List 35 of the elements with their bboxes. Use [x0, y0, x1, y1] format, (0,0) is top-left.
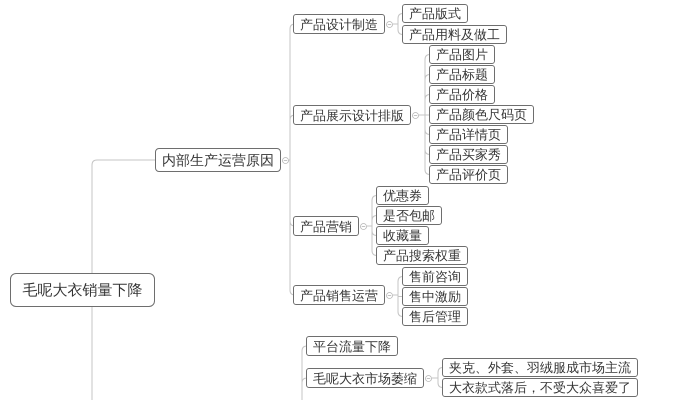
- connector-line: [418, 114, 430, 175]
- subtopic-box: 产品标题: [429, 65, 495, 84]
- connector-line: [288, 160, 296, 296]
- subtopic-box: 产品评价页: [429, 165, 508, 184]
- connector-line: [392, 294, 404, 317]
- connector-line: [366, 226, 378, 256]
- subtopic-box: 产品营销: [293, 216, 359, 236]
- subtopic-box: 毛呢大衣市场萎缩: [306, 368, 424, 388]
- subtopic-box: 优惠券: [376, 186, 429, 205]
- subtopic-box: 产品版式: [402, 4, 468, 23]
- subtopic-box: 产品展示设计排版: [293, 105, 411, 125]
- connector-line: [288, 114, 296, 160]
- subtopic-box: 售前咨询: [402, 267, 468, 286]
- subtopic-box: 产品买家秀: [429, 145, 508, 164]
- connector-line: [92, 160, 156, 274]
- subtopic-box: 夹克、外套、羽绒服成市场主流: [442, 358, 638, 377]
- connector-line: [392, 24, 404, 35]
- subtopic-box: 产品搜索权重: [376, 246, 468, 265]
- subtopic-box: 大衣款式落后，不受大众喜爱了: [442, 378, 638, 397]
- subtopic-box: 产品价格: [429, 85, 495, 104]
- subtopic-box: 售后管理: [402, 307, 468, 326]
- subtopic-box: 产品销售运营: [293, 285, 385, 305]
- subtopic-box: 产品设计制造: [293, 14, 385, 34]
- main-topic-box: 内部生产运营原因: [155, 148, 281, 172]
- subtopic-box: 产品颜色尺码页: [429, 105, 534, 124]
- subtopic-box: 是否包邮: [376, 206, 442, 225]
- central-topic-box: 毛呢大衣销量下降: [10, 273, 155, 307]
- subtopic-box: 售中激励: [402, 287, 468, 306]
- subtopic-box: 收藏量: [376, 226, 429, 245]
- subtopic-box: 产品图片: [429, 45, 495, 64]
- subtopic-box: 产品用料及做工: [402, 25, 507, 44]
- subtopic-box: 产品详情页: [429, 125, 508, 144]
- subtopic-box: 平台流量下降: [306, 336, 398, 356]
- connector-line: [432, 378, 444, 388]
- connector-line: [302, 378, 308, 400]
